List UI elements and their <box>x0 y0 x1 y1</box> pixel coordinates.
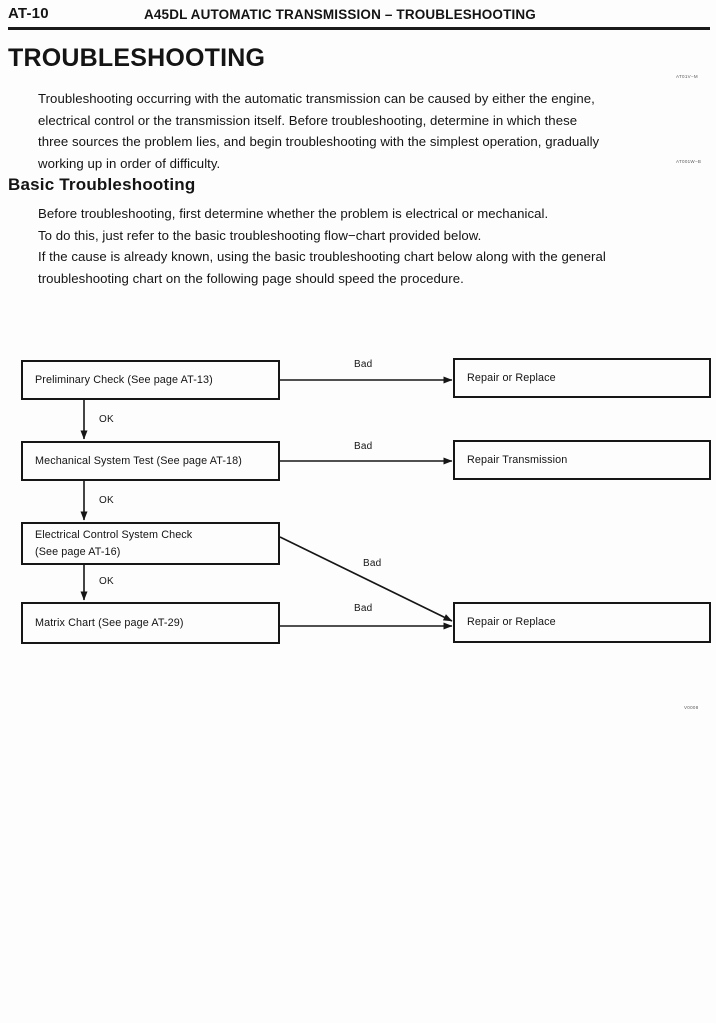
flow-box-repair-transmission[interactable]: Repair Transmission <box>453 440 711 480</box>
basic-line-2: To do this, just refer to the basic trou… <box>38 227 482 243</box>
flow-box-label: Matrix Chart (See page AT-29) <box>35 616 184 629</box>
edge-label-bad-1: Bad <box>354 359 373 370</box>
basic-line-4: troubleshooting chart on the following p… <box>38 270 464 286</box>
flow-box-label: Repair or Replace <box>467 616 556 628</box>
page-title: TROUBLESHOOTING <box>8 44 266 72</box>
flow-box-label-group: Electrical Control System Check (See pag… <box>23 527 192 561</box>
flow-box-label: Mechanical System Test (See page AT-18) <box>35 454 242 467</box>
flow-box-repair-or-replace-1[interactable]: Repair or Replace <box>453 358 711 398</box>
intro-line-4: working up in order of difficulty. <box>38 155 221 171</box>
page-header: AT-10 A45DL AUTOMATIC TRANSMISSION – TRO… <box>0 0 716 30</box>
edge-label-bad-4: Bad <box>354 603 373 614</box>
flow-box-preliminary-check[interactable]: Preliminary Check (See page AT-13) <box>21 360 280 400</box>
intro-paragraph: Troubleshooting occurring with the autom… <box>38 88 599 174</box>
flow-box-label: Preliminary Check (See page AT-13) <box>35 373 213 386</box>
intro-line-2: electrical control or the transmission i… <box>38 112 578 128</box>
edge-label-ok-2: OK <box>99 495 114 506</box>
flow-box-label: Repair or Replace <box>467 371 556 384</box>
basic-troubleshooting-flowchart: Preliminary Check (See page AT-13) Mecha… <box>0 330 716 660</box>
header-title: A45DL AUTOMATIC TRANSMISSION – TROUBLESH… <box>144 7 536 22</box>
intro-line-3: three sources the problem lies, and begi… <box>38 134 600 149</box>
section-title-basic-troubleshooting: Basic Troubleshooting <box>8 175 196 194</box>
page-number: AT-10 <box>8 5 49 22</box>
edge-bad-3 <box>279 536 453 622</box>
edge-label-bad-2: Bad <box>354 441 373 452</box>
flow-box-mechanical-system-test[interactable]: Mechanical System Test (See page AT-18) <box>21 441 280 481</box>
edge-label-ok-1: OK <box>99 414 114 425</box>
flowchart-connectors <box>80 376 453 630</box>
edge-label-bad-3: Bad <box>363 558 382 569</box>
flow-box-label-line-2: (See page AT-16) <box>35 545 121 558</box>
figure-code: V0008 <box>684 705 699 710</box>
flow-box-repair-or-replace-2[interactable]: Repair or Replace <box>453 602 711 643</box>
figure-code: AT001W−B <box>676 159 702 164</box>
figure-code: AT01V−M <box>676 74 698 79</box>
intro-line-1: Troubleshooting occurring with the autom… <box>38 91 595 106</box>
basic-line-3: If the cause is already known, using the… <box>38 249 606 264</box>
flow-box-matrix-chart[interactable]: Matrix Chart (See page AT-29) <box>21 602 280 644</box>
basic-line-1: Before troubleshooting, first determine … <box>38 206 549 221</box>
flow-box-label-line-1: Electrical Control System Check <box>35 528 193 541</box>
flow-box-label: Repair Transmission <box>467 453 568 466</box>
header-divider <box>8 27 710 30</box>
edge-label-ok-3: OK <box>99 576 114 587</box>
basic-paragraph: Before troubleshooting, first determine … <box>38 203 606 289</box>
flow-box-electrical-control-system-check[interactable]: Electrical Control System Check (See pag… <box>21 522 280 565</box>
